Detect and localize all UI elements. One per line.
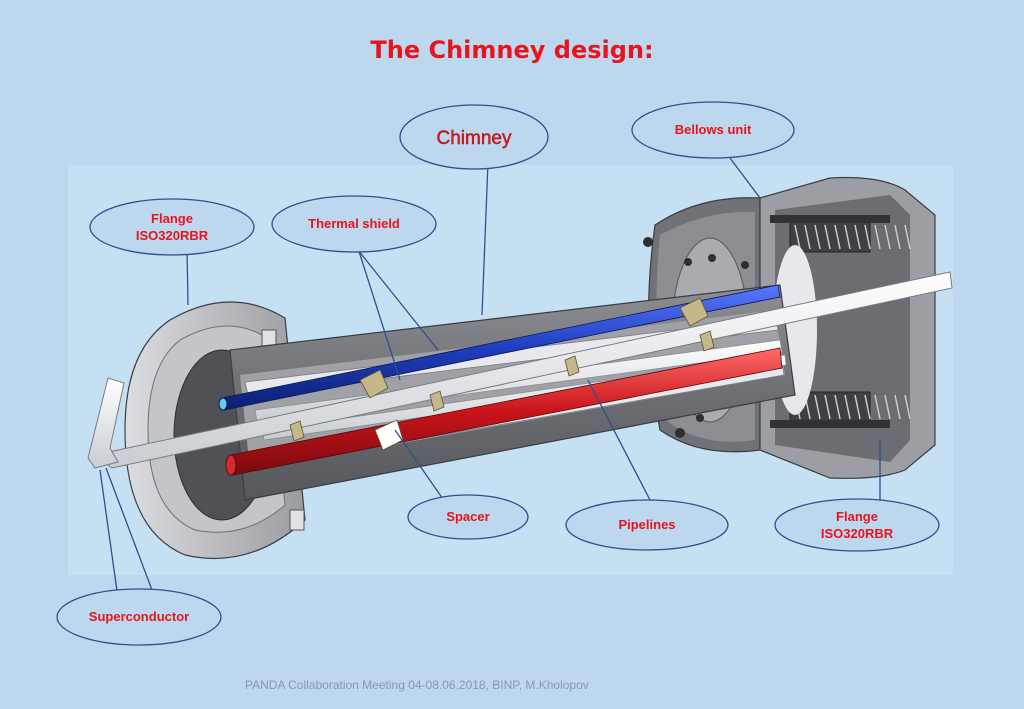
callout-superconductor: Superconductor bbox=[56, 588, 222, 646]
bellows-bottom bbox=[770, 391, 911, 428]
label-flange-right-1: Flange bbox=[836, 509, 878, 524]
label-bellows-unit: Bellows unit bbox=[675, 122, 752, 137]
label-pipelines: Pipelines bbox=[618, 517, 675, 532]
label-thermal-shield: Thermal shield bbox=[308, 216, 400, 231]
callout-spacer: Spacer bbox=[407, 494, 529, 540]
footer-text: PANDA Collaboration Meeting 04-08.06.201… bbox=[245, 678, 589, 692]
label-flange-left-2: ISO320RBR bbox=[136, 228, 209, 243]
callout-chimney: Chimney bbox=[399, 104, 549, 170]
callout-flange-right: Flange ISO320RBR bbox=[774, 498, 940, 552]
page-title: The Chimney design: bbox=[370, 36, 654, 64]
callout-pipelines: Pipelines bbox=[565, 499, 729, 551]
label-flange-left-1: Flange bbox=[151, 211, 193, 226]
bellows-top bbox=[770, 215, 911, 253]
callout-bellows-unit: Bellows unit bbox=[631, 101, 795, 159]
spacers bbox=[289, 297, 715, 451]
callout-thermal-shield: Thermal shield bbox=[271, 195, 437, 253]
label-superconductor: Superconductor bbox=[89, 609, 189, 624]
label-flange-right-2: ISO320RBR bbox=[821, 526, 894, 541]
callout-flange-left: Flange ISO320RBR bbox=[89, 198, 255, 256]
label-chimney: Chimney bbox=[437, 128, 512, 149]
label-spacer: Spacer bbox=[446, 509, 489, 524]
